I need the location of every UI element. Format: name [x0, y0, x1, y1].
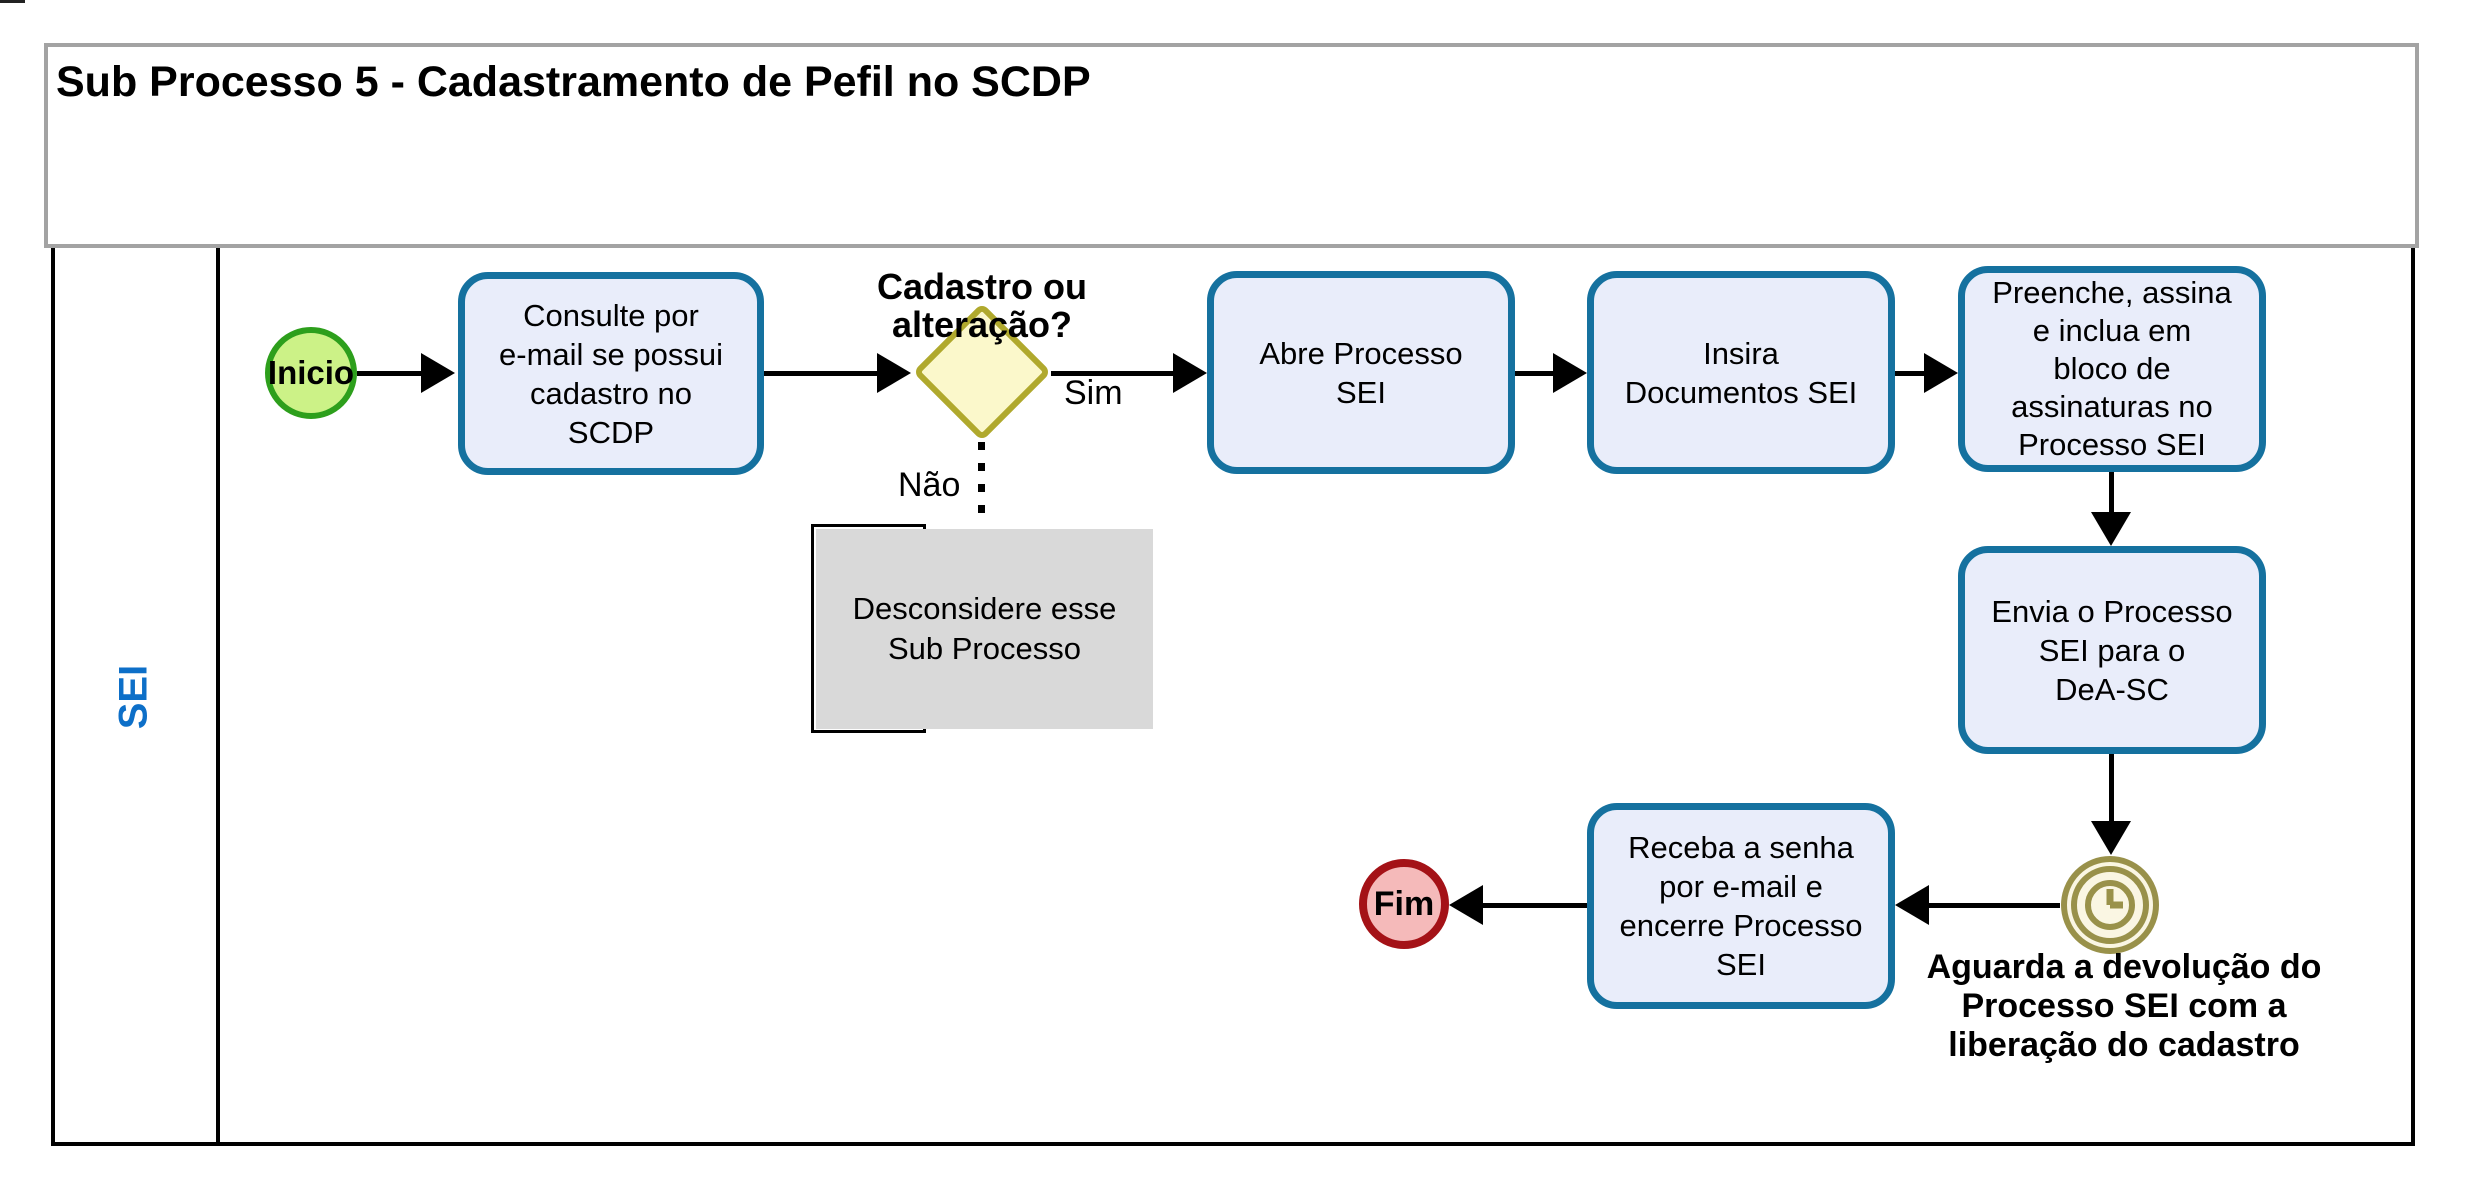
title-band	[44, 43, 2419, 248]
task-insira-documentos-sei: Insira Documentos SEI	[1587, 271, 1895, 474]
arrow-head	[2091, 512, 2131, 546]
arrow-head	[1924, 353, 1958, 393]
gateway-no-label: Não	[898, 466, 961, 504]
task-preenche-assina: Preenche, assina e inclua em bloco de as…	[1958, 266, 2266, 472]
note-desconsidere: Desconsidere esse Sub Processo	[816, 529, 1153, 729]
arrow-line	[1483, 903, 1587, 908]
diagram-title: Sub Processo 5 - Cadastramento de Pefil …	[56, 58, 1091, 106]
connector-gateway-to-note-dotted	[978, 442, 985, 524]
arrow-head	[1895, 885, 1929, 925]
gateway-yes-label: Sim	[1064, 374, 1123, 412]
task-consulte-cadastro: Consulte por e-mail se possui cadastro n…	[458, 272, 764, 475]
end-event-label: Fim	[1373, 884, 1435, 923]
task-preenche-label: Preenche, assina e inclua em bloco de as…	[1992, 275, 2232, 462]
swimlane-sei	[51, 248, 2415, 1146]
start-event: Inicio	[265, 327, 357, 419]
clock-icon	[2061, 856, 2159, 954]
arrow-line	[2109, 754, 2114, 823]
timer-event-label: Aguarda a devolução do Processo SEI com …	[1926, 948, 2322, 1064]
task-abre-label: Abre Processo SEI	[1259, 335, 1463, 410]
arrow-line	[1929, 903, 2060, 908]
task-insira-label: Insira Documentos SEI	[1624, 335, 1858, 410]
arrow-head	[2091, 821, 2131, 855]
arrow-head	[421, 353, 455, 393]
lane-label-sei: SEI	[111, 664, 156, 730]
arrow-head	[1449, 885, 1483, 925]
timer-event	[2060, 855, 2160, 955]
task-receba-senha: Receba a senha por e-mail e encerre Proc…	[1587, 803, 1895, 1009]
arrow-line	[1893, 371, 1926, 376]
start-event-label: Inicio	[267, 354, 355, 391]
task-consulte-label: Consulte por e-mail se possui cadastro n…	[499, 297, 723, 450]
note-desconsidere-label: Desconsidere esse Sub Processo	[852, 591, 1117, 666]
task-envia-processo: Envia o Processo SEI para o DeA-SC	[1958, 546, 2266, 754]
lane-separator	[216, 248, 220, 1146]
arrow-line	[2109, 472, 2114, 514]
task-receba-label: Receba a senha por e-mail e encerre Proc…	[1619, 830, 1863, 982]
arrow-head	[877, 353, 911, 393]
gateway-question-label: Cadastro ou alteração?	[876, 266, 1088, 345]
arrow-head	[1173, 353, 1207, 393]
arrow-line	[357, 371, 423, 376]
end-event: Fim	[1359, 859, 1449, 949]
arrow-line	[1513, 371, 1555, 376]
arrow-line	[1051, 371, 1175, 376]
task-envia-label: Envia o Processo SEI para o DeA-SC	[1991, 593, 2233, 707]
screen-edge-artifact	[0, 0, 25, 3]
task-abre-processo-sei: Abre Processo SEI	[1207, 271, 1515, 474]
arrow-head	[1553, 353, 1587, 393]
arrow-line	[764, 371, 879, 376]
